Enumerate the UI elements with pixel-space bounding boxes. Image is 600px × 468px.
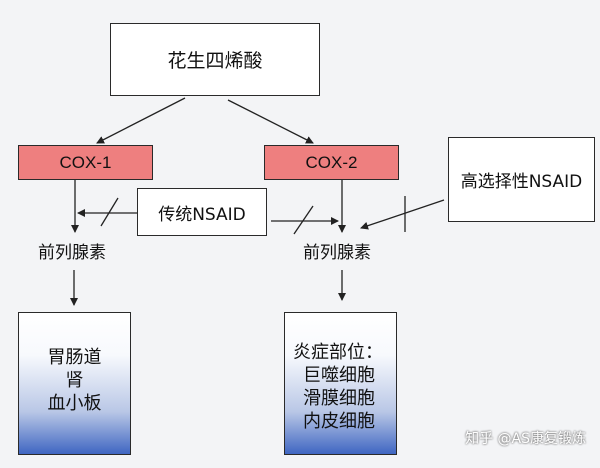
traditional-nsaid-node: 传统NSAID xyxy=(137,188,267,236)
targets-left-node: 胃肠道 肾 血小板 xyxy=(18,312,131,455)
cox1-node: COX-1 xyxy=(18,145,153,180)
cox1-label: COX-1 xyxy=(59,152,112,172)
watermark: 知乎 @AS康复锻炼 xyxy=(465,431,586,447)
arachidonic-acid-node: 花生四烯酸 xyxy=(110,23,320,96)
target-right-item: 滑膜细胞 xyxy=(303,388,375,409)
target-left-item: 肾 xyxy=(65,370,84,391)
arrow-aa-to-cox1 xyxy=(96,97,186,144)
selective-nsaid-label: 高选择性NSAID xyxy=(460,172,583,192)
target-right-heading: 炎症部位： xyxy=(293,342,383,363)
selective-nsaid-node: 高选择性NSAID xyxy=(448,137,595,222)
cox2-label: COX-2 xyxy=(305,152,358,172)
traditional-nsaid-label: 传统NSAID xyxy=(158,204,246,225)
inhibit-mark-right xyxy=(293,205,314,235)
arrow-aa-to-cox2 xyxy=(227,99,314,144)
inhibit-mark-left xyxy=(100,197,119,227)
target-left-item: 胃肠道 xyxy=(47,347,102,368)
prostaglandin-right-label: 前列腺素 xyxy=(303,243,371,263)
prostaglandin-left-label: 前列腺素 xyxy=(38,243,106,263)
arrow-selective-to-right xyxy=(360,199,445,230)
target-right-item: 巨噬细胞 xyxy=(303,365,375,386)
targets-right-node: 炎症部位： 巨噬细胞 滑膜细胞 内皮细胞 xyxy=(284,312,397,455)
arachidonic-acid-label: 花生四烯酸 xyxy=(167,50,263,72)
target-left-item: 血小板 xyxy=(47,393,102,414)
target-right-item: 内皮细胞 xyxy=(303,411,375,432)
cox2-node: COX-2 xyxy=(264,145,399,180)
